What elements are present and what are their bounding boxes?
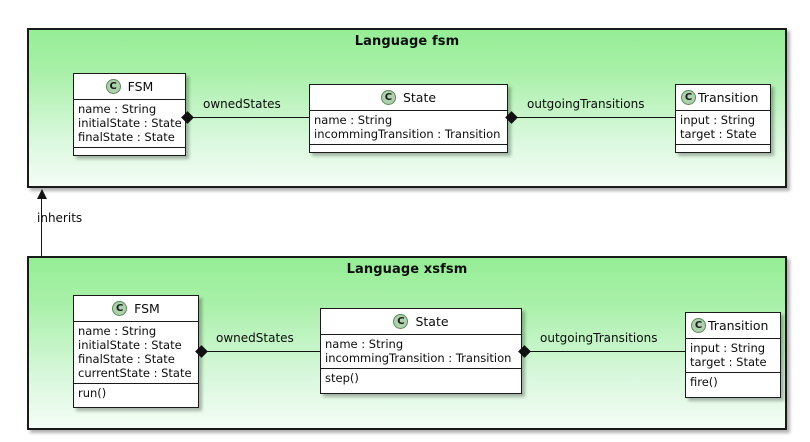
operations-compartment: run(): [74, 384, 198, 403]
attributes-compartment: name : String initialState : State final…: [74, 322, 198, 384]
operation-row: run(): [78, 386, 107, 400]
class-name-label: FSM: [134, 301, 160, 316]
operations-compartment: [676, 145, 770, 154]
class-name-header: C State: [321, 309, 521, 335]
class-icon: C: [105, 79, 121, 94]
class-name-header: C State: [310, 85, 507, 111]
association-label-ownedstates-xsfsm: ownedStates: [216, 331, 294, 345]
class-icon: C: [380, 90, 396, 105]
inherits-arrowhead-icon: [37, 189, 47, 199]
attributes-compartment: input : String target : State: [686, 339, 780, 373]
class-name-header: C Transition: [686, 313, 780, 339]
attribute-row: name : String: [325, 337, 404, 351]
association-line-outgoingtransitions-fsm: [510, 117, 676, 118]
class-box-fsm-lower[interactable]: C FSM name : String initialState : State…: [73, 295, 199, 408]
association-line-outgoingtransitions-xsfsm: [523, 351, 686, 352]
attributes-compartment: name : String incommingTransition : Tran…: [310, 111, 507, 145]
class-name-label: State: [415, 314, 449, 329]
attribute-row: name : String: [78, 102, 157, 116]
package-title: Language xsfsm: [346, 262, 468, 277]
class-name-header: C FSM: [74, 74, 185, 100]
package-title: Language fsm: [354, 34, 460, 49]
attribute-row: initialState : State: [78, 338, 182, 352]
attribute-row: input : String: [690, 341, 766, 355]
class-box-transition-lower[interactable]: C Transition input : String target : Sta…: [685, 312, 781, 398]
attribute-row: currentState : State: [78, 366, 192, 380]
class-name-label: FSM: [127, 79, 154, 94]
class-box-transition-upper[interactable]: C Transition input : String target : Sta…: [675, 84, 771, 153]
attributes-compartment: name : String incommingTransition : Tran…: [321, 335, 521, 369]
attribute-row: name : String: [314, 113, 393, 127]
class-name-header: C FSM: [74, 296, 198, 322]
class-name-label: Transition: [698, 90, 759, 105]
operations-compartment: [74, 148, 185, 157]
operations-compartment: [310, 145, 507, 154]
class-box-fsm-upper[interactable]: C FSM name : String initialState : State…: [73, 73, 186, 156]
operation-row: fire(): [690, 375, 718, 389]
class-icon: C: [691, 318, 706, 333]
association-line-ownedstates-fsm: [186, 117, 310, 118]
attributes-compartment: input : String target : State: [676, 111, 770, 145]
operations-compartment: fire(): [686, 373, 780, 392]
inherits-line: [41, 198, 42, 256]
attribute-row: target : State: [680, 127, 757, 141]
attribute-row: incommingTransition : Transition: [325, 351, 512, 365]
attribute-row: target : State: [690, 355, 767, 369]
class-name-label: Transition: [708, 318, 769, 333]
attribute-row: name : String: [78, 324, 157, 338]
class-name-label: State: [402, 90, 437, 105]
attributes-compartment: name : String initialState : State final…: [74, 100, 185, 148]
class-icon: C: [393, 314, 409, 329]
association-label-outgoingtransitions-xsfsm: outgoingTransitions: [540, 331, 658, 345]
class-name-header: C Transition: [676, 85, 770, 111]
attribute-row: input : String: [680, 113, 756, 127]
operations-compartment: step(): [321, 369, 521, 388]
association-label-ownedstates-fsm: ownedStates: [203, 97, 281, 111]
inherits-label: inherits: [37, 211, 83, 225]
association-label-outgoingtransitions-fsm: outgoingTransitions: [527, 97, 645, 111]
class-icon: C: [112, 301, 128, 316]
class-box-state-lower[interactable]: C State name : String incommingTransitio…: [320, 308, 522, 394]
attribute-row: finalState : State: [78, 352, 175, 366]
attribute-row: incommingTransition : Transition: [314, 127, 501, 141]
class-icon: C: [681, 90, 696, 105]
class-box-state-upper[interactable]: C State name : String incommingTransitio…: [309, 84, 508, 153]
operation-row: step(): [325, 371, 359, 385]
attribute-row: finalState : State: [78, 130, 175, 144]
association-line-ownedstates-xsfsm: [200, 351, 320, 352]
attribute-row: initialState : State: [78, 116, 182, 130]
